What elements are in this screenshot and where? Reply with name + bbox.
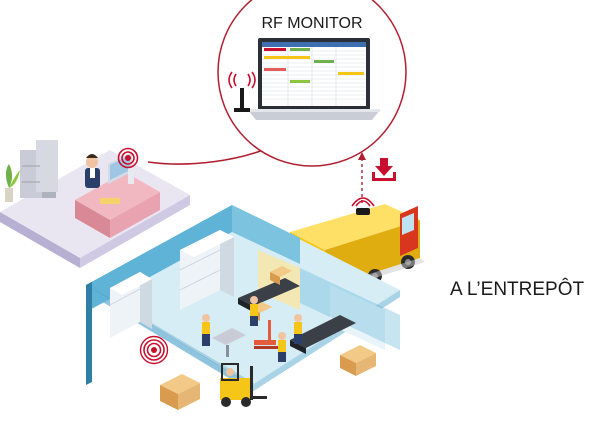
warehouse bbox=[86, 205, 400, 410]
rf-signal-icon bbox=[117, 147, 139, 169]
laptop bbox=[248, 38, 380, 120]
download-icon bbox=[372, 158, 396, 181]
packing-station bbox=[212, 328, 246, 357]
connector-lines bbox=[147, 147, 366, 205]
rf-signal-icon bbox=[351, 197, 375, 215]
monitor-title: RF MONITOR bbox=[261, 15, 362, 32]
forklift bbox=[220, 363, 267, 407]
warehouse-workers bbox=[202, 296, 302, 362]
rf-monitor-callout: RF MONITOR bbox=[217, 0, 407, 167]
pallet-jack bbox=[254, 320, 280, 349]
plant bbox=[5, 164, 20, 202]
antenna-icon bbox=[228, 71, 256, 112]
office-worker bbox=[85, 154, 100, 188]
cardboard-boxes bbox=[160, 266, 376, 410]
rf-signal-icon bbox=[139, 335, 169, 365]
warehouse-caption: A L’ENTREPÔT bbox=[450, 278, 584, 300]
conveyor-belt bbox=[238, 278, 356, 354]
office-desk bbox=[75, 172, 160, 238]
office-area bbox=[0, 140, 190, 268]
storage-shelves bbox=[109, 230, 234, 338]
filing-cabinet bbox=[20, 140, 58, 198]
